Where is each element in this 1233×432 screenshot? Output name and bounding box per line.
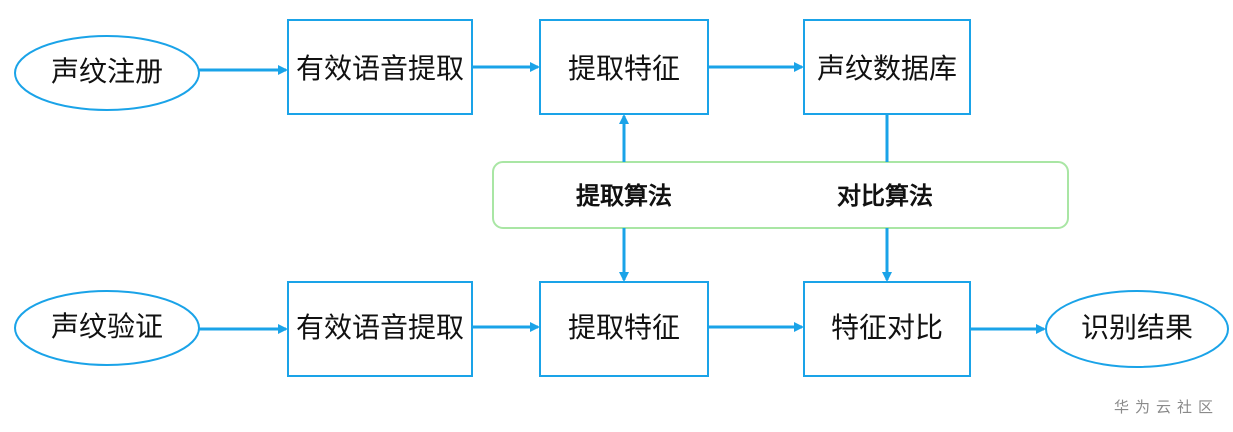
verify-extract-box xyxy=(287,281,473,377)
register-label: 声纹注册 xyxy=(51,55,163,88)
register-features-label: 提取特征 xyxy=(568,52,680,85)
extract-algorithm-label: 提取算法 xyxy=(576,182,672,210)
algorithm-panel xyxy=(492,161,1069,229)
database-label: 声纹数据库 xyxy=(817,52,957,85)
compare-label: 特征对比 xyxy=(831,311,943,344)
watermark: 华为云社区 xyxy=(1113,398,1219,416)
verify-features-label: 提取特征 xyxy=(568,311,680,344)
verify-extract-label: 有效语音提取 xyxy=(296,311,464,344)
database-box xyxy=(803,19,971,115)
register-extract-label: 有效语音提取 xyxy=(296,52,464,85)
result-ellipse xyxy=(1045,290,1229,368)
compare-algorithm-label: 对比算法 xyxy=(837,182,933,210)
compare-box xyxy=(803,281,971,377)
register-ellipse xyxy=(14,35,200,111)
result-label: 识别结果 xyxy=(1081,311,1193,344)
verify-features-box xyxy=(539,281,709,377)
register-extract-box xyxy=(287,19,473,115)
verify-label: 声纹验证 xyxy=(51,310,163,343)
